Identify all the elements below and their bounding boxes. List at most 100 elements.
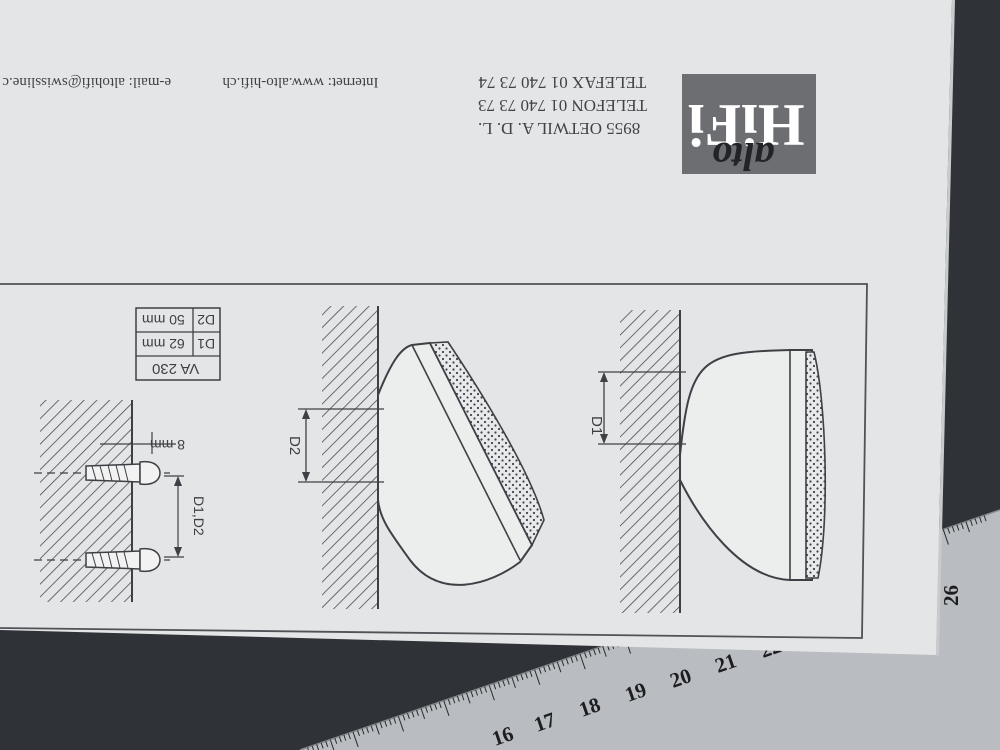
ruler-tick — [416, 709, 419, 716]
ruler-tick — [520, 674, 524, 681]
ruler-tick — [466, 692, 471, 704]
ruler-tick — [534, 669, 541, 685]
label-d1: D1 — [588, 416, 605, 435]
speaker-body — [679, 349, 813, 581]
ruler-tick — [565, 658, 569, 665]
ruler-tick — [366, 727, 370, 734]
ruler-tick — [384, 720, 388, 727]
ruler-tick — [456, 695, 460, 702]
ruler-tick — [447, 698, 451, 705]
ruler-tick — [388, 719, 392, 726]
ruler-tick — [338, 736, 342, 743]
email-line: e-mail: altohifi@swissline.c — [2, 74, 171, 90]
ruler-tick — [947, 527, 951, 534]
ruler-tick — [515, 675, 519, 682]
ruler-tick — [370, 725, 374, 732]
ruler-tick — [329, 739, 335, 750]
ruler-tick — [556, 661, 562, 673]
table-header: VA 230 — [152, 360, 199, 377]
ruler-tick — [452, 697, 456, 704]
ruler-tick — [960, 523, 964, 530]
ruler-tick — [574, 655, 578, 662]
ruler-tick — [320, 742, 324, 749]
drawing-frame — [0, 283, 868, 639]
ruler-tick — [588, 650, 592, 657]
internet-line: Internet: www.alto-hifi.ch — [222, 74, 379, 90]
ruler-tick — [461, 694, 465, 701]
ruler-tick — [579, 653, 586, 670]
ruler-tick — [538, 667, 542, 674]
wall-plug — [85, 547, 161, 573]
spec-table: VA 230 D1 62 mm D2 50 mm — [135, 307, 221, 381]
ruler-tick — [951, 526, 955, 533]
ruler-tick — [525, 672, 528, 679]
logo-script: alto — [712, 134, 774, 179]
ruler-tick — [443, 700, 450, 716]
table-key: D2 — [197, 312, 215, 328]
ruler-tick — [352, 731, 359, 748]
telefon-line: TELEFON 01 740 73 73 — [478, 96, 647, 115]
ruler-tick — [393, 717, 397, 724]
ruler-tick — [570, 656, 574, 663]
ruler-number: 26 — [939, 585, 963, 606]
ruler-tick — [602, 646, 607, 657]
ruler-tick — [325, 741, 329, 748]
ruler-tick — [488, 684, 495, 701]
ruler-tick — [357, 730, 360, 737]
ruler-tick — [493, 683, 497, 690]
ruler-tick — [983, 515, 987, 522]
speaker-grille — [805, 351, 827, 579]
wall-hatch — [40, 400, 132, 602]
ruler-tick — [502, 680, 506, 687]
ruler-tick — [970, 519, 973, 526]
ruler-tick — [379, 722, 383, 729]
ruler-tick — [334, 737, 338, 744]
ruler-tick — [347, 733, 351, 740]
ruler-tick — [979, 516, 982, 523]
address-line: 8955 OETWIL A. D. L. — [478, 119, 640, 138]
ruler-tick — [484, 686, 488, 693]
speaker-grille — [428, 341, 545, 547]
ruler-tick — [593, 649, 597, 656]
ruler-tick — [506, 678, 510, 685]
ruler-tick — [429, 705, 433, 712]
figure-wall-plugs: 8 mm D1,D2 — [34, 400, 207, 602]
wall-plug — [85, 460, 161, 486]
table-key: D1 — [197, 336, 215, 352]
telefax-line: TELEFAX 01 740 73 74 — [478, 73, 646, 92]
ruler-tick — [475, 689, 478, 696]
ruler-tick — [361, 728, 365, 735]
ruler-tick — [974, 518, 978, 525]
ruler-tick — [402, 714, 406, 721]
table-value: 62 mm — [142, 336, 185, 352]
ruler-tick — [552, 663, 556, 670]
wall-hatch — [620, 310, 680, 613]
wall-hatch — [322, 306, 378, 609]
label-d1d2: D1,D2 — [191, 496, 207, 536]
ruler-tick — [470, 691, 474, 698]
ruler-tick — [438, 702, 442, 709]
figure-speaker-d2: D2 — [286, 306, 545, 609]
ruler-tick — [956, 524, 960, 531]
ruler-tick — [479, 688, 483, 695]
ruler-tick — [406, 712, 410, 719]
ruler-tick — [561, 660, 565, 667]
ruler-tick — [547, 664, 551, 671]
label-8mm: 8 mm — [150, 437, 185, 453]
ruler-tick — [311, 745, 315, 750]
ruler-tick — [529, 670, 533, 677]
ruler-tick — [511, 677, 516, 688]
ruler-tick — [434, 703, 438, 710]
label-d2: D2 — [286, 436, 303, 455]
ruler-tick — [584, 652, 587, 659]
ruler-tick — [375, 723, 380, 735]
ruler-tick — [397, 716, 405, 732]
speaker-body — [377, 341, 534, 586]
logo-box — [682, 74, 816, 174]
ruler-tick — [343, 734, 347, 741]
table-value: 50 mm — [142, 312, 185, 328]
figure-speaker-d1: D1 — [588, 310, 827, 613]
ruler-tick — [597, 647, 601, 654]
letterhead: HiFi alto 8955 OETWIL A. D. L. TELEFON 0… — [2, 73, 816, 179]
logo-hifi: HiFi — [688, 92, 805, 158]
